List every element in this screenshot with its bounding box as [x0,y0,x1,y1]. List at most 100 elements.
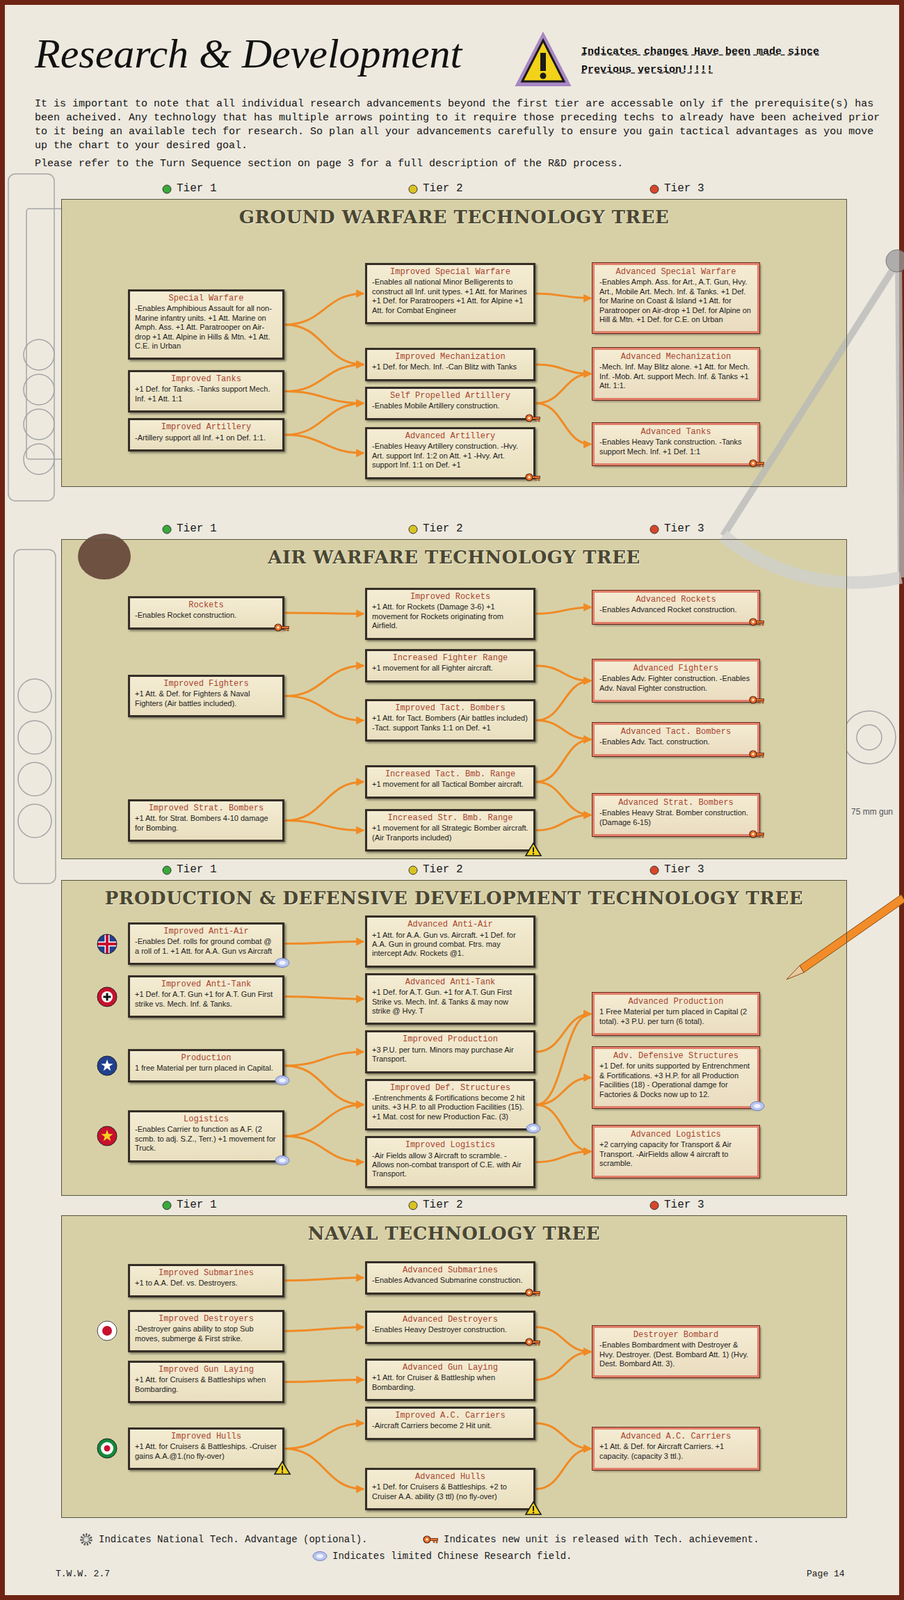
tech-effect: -Destroyer gains ability to stop Sub mov… [134,1324,278,1343]
tech-name: Advanced Special Warfare [599,267,753,277]
tech-box: Improved Tanks+1 Def. for Tanks. -Tanks … [127,369,285,413]
new-unit-key [273,620,291,635]
prerequisite-arrow [536,720,592,740]
tech-effect: -Enables Heavy Destroyer construction. [372,1324,529,1334]
panel-title: PRODUCTION & DEFENSIVE DEVELOPMENT TECHN… [61,887,847,909]
new-unit-key [748,826,766,841]
page-title: Research & Development [34,30,462,77]
tech-name: Production [134,1052,278,1063]
tech-box: Advanced Gun Laying+1 Att. for Cruiser &… [365,1358,536,1401]
tier-flask [162,865,172,875]
tech-name: Improved Gun Laying [134,1364,278,1375]
tech-name: Advanced Logistics [599,1129,753,1140]
tech-effect: +3 P.U. per turn. Minors may purchase Ai… [372,1045,529,1064]
tech-name: Advanced Tact. Bombers [599,726,753,737]
tier-label: Tier 3 [664,1198,705,1211]
tech-effect: -Enables Heavy Tank construction. -Tanks… [599,437,753,457]
tech-effect: -Enables Amphibious Assault for all non-… [134,303,278,351]
tech-effect: +1 Def. for A.T. Gun. +1 for A.T. Gun Fi… [372,987,529,1016]
legend-text: Indicates National Tech. Advantage (opti… [98,1533,368,1545]
prerequisite-arrow [285,293,364,325]
prerequisite-arrow [285,1422,364,1448]
tech-box: Improved A.C. Carriers-Aircraft Carriers… [365,1406,536,1440]
tech-box: Improved Strat. Bombers+1 Att. for Strat… [127,798,285,842]
intro-text: Please refer to the Turn Sequence sectio… [34,157,887,172]
panel-ground [61,1214,847,1518]
tech-box: Production1 free Material per turn place… [127,1048,285,1083]
tier-holder: Tier 2 [422,862,464,876]
prerequisite-arrow [536,1422,592,1448]
prerequisite-arrow [536,1013,592,1052]
chinese-research-mark [748,1098,766,1113]
intro-text: It is important to note that all individ… [34,97,887,153]
chinese-research-mark [273,1072,291,1087]
tech-effect: +1 Att. for Tact. Bombers (Air battles i… [372,713,529,733]
tech-box: Improved Special Warfare-Enables all nat… [365,262,536,325]
prerequisite-arrow [536,665,592,681]
tech-effect: -Enables Advanced Submarine construction… [372,1275,529,1285]
tier-holder: Tier 1 [176,1198,217,1211]
label-holder: 75 mm gun [851,806,893,817]
tech-name: Advanced Submarines [372,1264,529,1275]
footer-holder: T.W.W. 2.7 [55,1568,110,1579]
tech-name: Advanced Destroyers [372,1314,529,1325]
tech-effect: +1 Att. for Strat. Bombers 4-10 damage f… [134,813,278,833]
tier-label: Tier 2 [422,182,464,195]
prerequisite-arrow [536,364,592,374]
prerequisite-arrow [285,1065,364,1105]
tech-effect: -Air Fields allow 3 Aircraft to scramble… [372,1150,529,1179]
tech-effect: +1 Att. for Rockets (Damage 3-6) +1 move… [372,602,529,631]
change-warning [273,1460,291,1475]
tech-effect: -Mech. Inf. May Blitz alone. +1 Att. for… [599,362,753,391]
tech-box: Adv. Defensive Structures+1 Def. for uni… [592,1046,760,1108]
new-unit-key [748,456,766,471]
tier-flask [408,1200,418,1210]
new-unit-key [748,746,766,761]
label-holder: It is important to note that all individ… [34,97,887,153]
tier-holder: Tier 3 [664,1198,705,1211]
prerequisite-arrow [285,665,364,697]
tech-effect: +1 Att. for Cruisers & Battleships. -Cru… [134,1441,278,1461]
chinese-research-mark [273,955,291,970]
tech-box: Advanced Fighters-Enables Adv. Fighter c… [592,659,760,702]
tech-box: Improved Submarines+1 to A.A. Def. vs. D… [127,1263,285,1297]
panel-title: AIR WARFARE TECHNOLOGY TREE [61,546,847,569]
tier-flask [408,865,418,875]
tank-blueprint [8,173,896,884]
tier-flask [650,865,659,875]
tech-box: Advanced Rockets-Enables Advanced Rocket… [592,590,760,624]
prerequisite-arrow [536,1326,592,1352]
tier-flask [408,184,418,194]
prerequisite-arrow [285,1378,364,1382]
tech-name: Rockets [134,600,278,610]
prerequisite-arrow [536,739,592,782]
tech-name: Advanced Rockets [599,594,753,605]
chinese-research-mark [273,1152,291,1167]
tier-label: Tier 3 [664,182,705,195]
tech-name: Advanced A.C. Carriers [599,1431,753,1441]
tree-panel: PRODUCTION & DEFENSIVE DEVELOPMENT TECHN… [61,879,847,1196]
national-roundel [96,1054,118,1076]
tech-box: Improved Production+3 P.U. per turn. Min… [365,1029,536,1073]
panel-ground [61,198,847,487]
new-unit-key [748,692,766,707]
prerequisite-arrow [536,373,592,403]
tier-flask [650,525,659,534]
tech-box: Improved Fighters+1 Att. & Def. for Figh… [127,674,285,717]
tech-box: Improved Destroyers-Destroyer gains abil… [127,1309,285,1352]
tech-box: Advanced Tact. Bombers-Enables Adv. Tact… [592,722,760,756]
tier-label: Tier 3 [664,862,705,876]
prerequisite-arrow [285,1135,364,1162]
tier-holder: Tier 3 [664,862,705,876]
tech-name: Improved Special Warfare [372,267,529,277]
tier-holder: Tier 3 [664,182,705,195]
tech-name: Advanced Artillery [372,431,529,441]
tech-name: Increased Fighter Range [372,652,529,663]
tier-flask [650,184,659,194]
tech-effect: -Enables Adv. Fighter construction. -Ena… [599,673,753,693]
tech-effect: +1 Att. for Cruisers & Battleships when … [134,1374,278,1394]
prerequisite-arrow [536,1013,592,1105]
tech-effect: -Enables all national Minor Belligerents… [372,277,529,316]
tree-panel: AIR WARFARE TECHNOLOGY TREE Rockets -Enabl… [61,538,847,859]
